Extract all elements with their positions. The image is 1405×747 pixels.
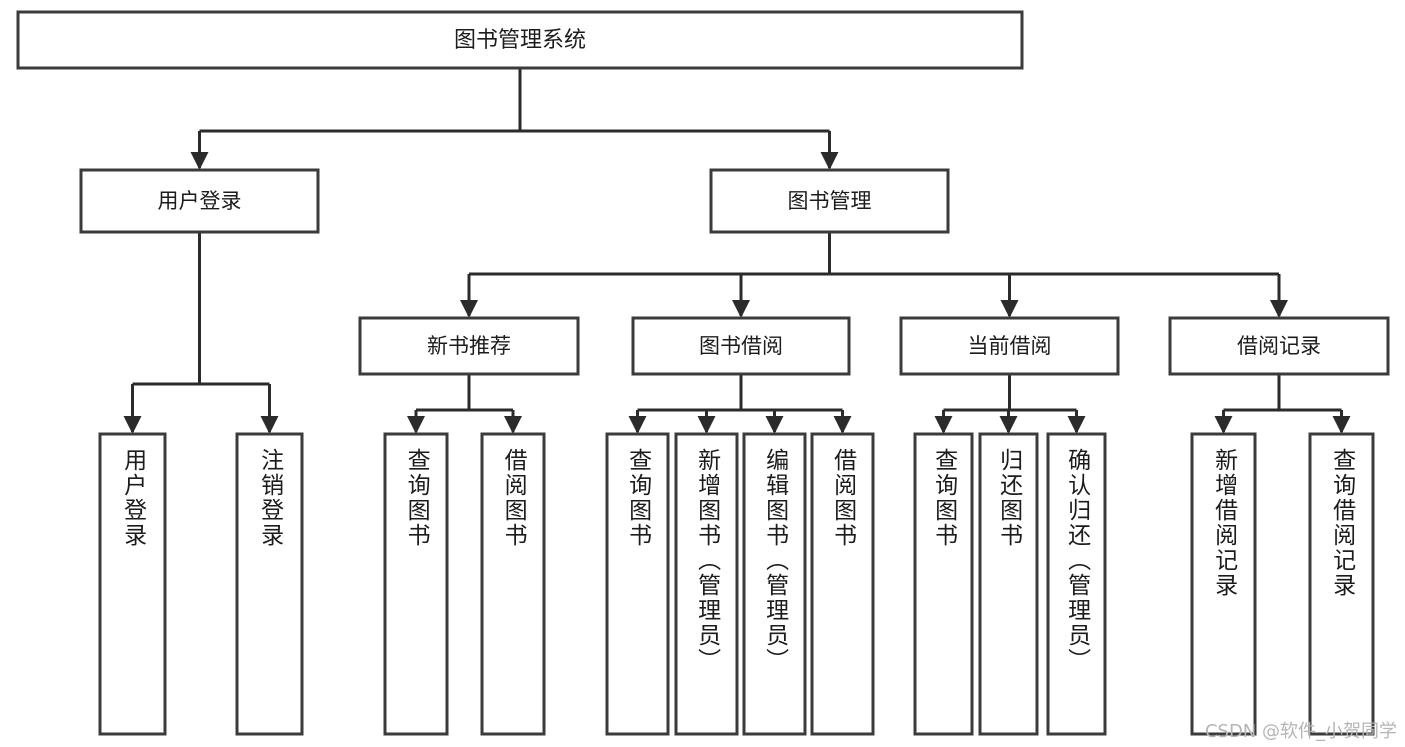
arrow-head-icon bbox=[260, 416, 279, 434]
node-leaf-10[interactable] bbox=[1046, 432, 1107, 736]
arrow-head-icon bbox=[697, 416, 716, 434]
arrow-head-icon bbox=[765, 416, 784, 434]
watermark: CSDN @软件_小贺同学 bbox=[1204, 721, 1397, 742]
arrow-head-icon bbox=[934, 416, 953, 434]
arrow-head-icon bbox=[1067, 416, 1086, 434]
arrow-head-icon bbox=[999, 416, 1018, 434]
node-level3-2[interactable] bbox=[899, 316, 1120, 376]
arrow-head-icon bbox=[833, 416, 852, 434]
node-leaf-2[interactable] bbox=[383, 432, 449, 736]
node-leaf-8[interactable] bbox=[913, 432, 974, 736]
connector-layer bbox=[123, 68, 1351, 434]
arrow-head-icon bbox=[1214, 416, 1233, 434]
node-level2-label-1: 图书管理 bbox=[788, 189, 872, 213]
node-leaf-6[interactable] bbox=[742, 432, 807, 736]
node-root-label: 图书管理系统 bbox=[454, 28, 586, 53]
arrow-head-icon bbox=[460, 300, 478, 318]
node-leaf-12[interactable] bbox=[1308, 432, 1375, 736]
node-leaf-0[interactable] bbox=[98, 432, 167, 736]
node-leaf-9[interactable] bbox=[978, 432, 1039, 736]
node-leaf-3[interactable] bbox=[480, 432, 546, 736]
node-level2-1[interactable] bbox=[709, 168, 950, 234]
node-leaf-7[interactable] bbox=[810, 432, 875, 736]
node-leaf-11[interactable] bbox=[1190, 432, 1257, 736]
node-leaf-5[interactable] bbox=[674, 432, 739, 736]
node-box-layer bbox=[16, 10, 1390, 736]
node-level3-3[interactable] bbox=[1168, 316, 1390, 376]
arrow-head-icon bbox=[504, 416, 522, 434]
arrow-head-icon bbox=[190, 152, 209, 170]
node-level3-label-3: 借阅记录 bbox=[1237, 334, 1321, 358]
node-level3-1[interactable] bbox=[631, 316, 851, 376]
arrow-head-icon bbox=[123, 416, 142, 434]
arrow-head-icon bbox=[732, 300, 750, 318]
node-level3-label-1: 图书借阅 bbox=[699, 334, 783, 358]
arrow-head-icon bbox=[1000, 300, 1019, 318]
arrow-head-icon bbox=[628, 416, 647, 434]
node-leaf-4[interactable] bbox=[605, 432, 670, 736]
node-level3-label-0: 新书推荐 bbox=[427, 334, 511, 358]
node-leaf-1[interactable] bbox=[235, 432, 304, 736]
arrow-head-icon bbox=[407, 416, 425, 434]
node-root[interactable] bbox=[16, 10, 1024, 70]
arrow-head-icon bbox=[1332, 416, 1351, 434]
arrow-head-icon bbox=[820, 152, 839, 170]
node-level3-0[interactable] bbox=[358, 316, 580, 376]
node-level3-label-2: 当前借阅 bbox=[968, 334, 1052, 358]
node-level2-0[interactable] bbox=[79, 168, 320, 234]
arrow-head-icon bbox=[1270, 300, 1288, 318]
node-level2-label-0: 用户登录 bbox=[158, 189, 242, 213]
